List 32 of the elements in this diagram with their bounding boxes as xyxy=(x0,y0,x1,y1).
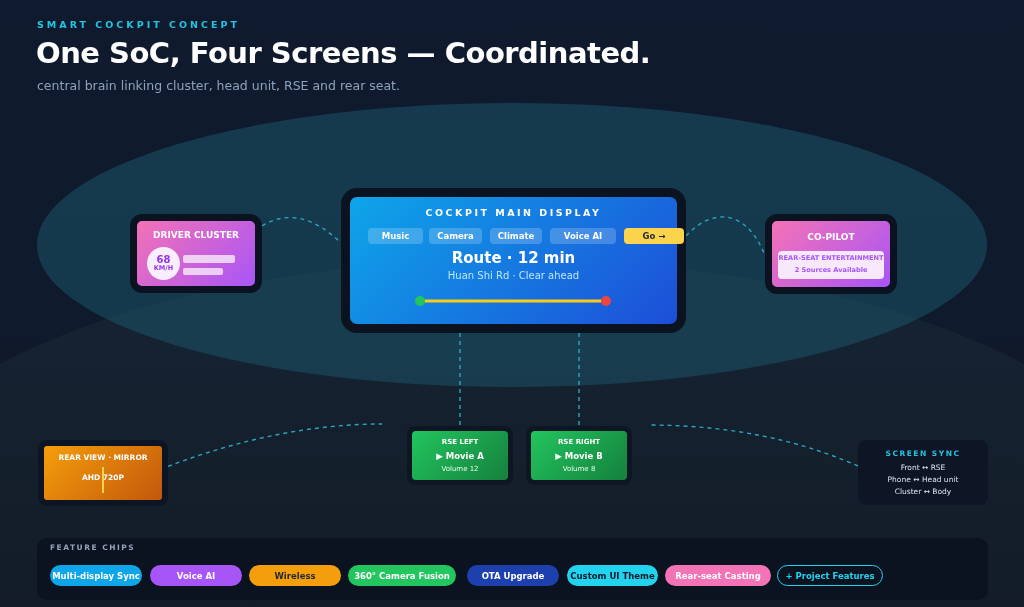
kicker-text: SMART COCKPIT CONCEPT xyxy=(37,19,240,30)
screen-heading: DRIVER CLUSTER xyxy=(152,230,240,241)
menu-button: Camera xyxy=(429,228,482,244)
mirror-screen xyxy=(38,440,168,506)
co-pilot-screen xyxy=(765,214,897,294)
feature-chip: Rear-seat Casting xyxy=(665,565,771,586)
movie-title: ▶ Movie A xyxy=(435,451,485,462)
movie-title: ▶ Movie B xyxy=(554,451,604,462)
feature-chip: 360° Camera Fusion xyxy=(348,565,456,586)
go-button: Go → xyxy=(624,228,684,244)
feature-panel xyxy=(37,538,988,600)
feature-chip: Wireless xyxy=(249,565,341,586)
feature-chip: OTA Upgrade xyxy=(467,565,559,586)
menu-button: Voice AI xyxy=(550,228,616,244)
route-text: Route · 12 min xyxy=(450,249,577,267)
speed-value: 68 xyxy=(156,254,171,266)
screen-heading: CO-PILOT xyxy=(806,232,856,243)
sync-panel xyxy=(858,440,988,505)
feature-chip: Voice AI xyxy=(150,565,242,586)
title: One SoC, Four Screens — Coordinated. xyxy=(36,36,651,70)
subtitle: central brain linking cluster, head unit, RSE and rear seat. xyxy=(37,78,400,93)
feature-chip: Custom UI Theme xyxy=(567,565,658,586)
menu-button: Music xyxy=(368,228,423,244)
route-status: Huan Shi Rd · Clear ahead xyxy=(446,270,581,282)
entertainment-panel xyxy=(778,251,884,279)
cluster-screen xyxy=(130,214,262,293)
screen-heading: COCKPIT MAIN DISPLAY xyxy=(424,207,603,219)
main-display-screen xyxy=(341,188,686,333)
speed-gauge xyxy=(147,247,180,280)
feature-chip: Multi-display Sync xyxy=(50,565,142,586)
connector xyxy=(167,423,383,468)
menu-button: Climate xyxy=(490,228,542,244)
